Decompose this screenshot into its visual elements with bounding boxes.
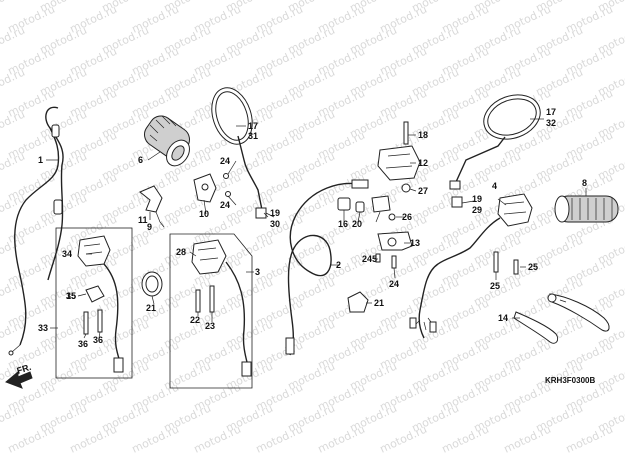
mirror-right [449, 94, 541, 208]
callout-8: 8 [582, 178, 587, 188]
callout-2: 2 [336, 260, 341, 270]
callout-19-right: 19 [472, 194, 482, 204]
watermark-text: motod.ru [0, 402, 27, 435]
callout-11: 11 [138, 215, 148, 225]
watermark-text: motod.ru [68, 423, 119, 456]
callout-12: 12 [418, 158, 428, 168]
watermark-text: motod.ru [6, 423, 57, 456]
watermark-text: motod.ru [378, 423, 429, 456]
small-switch-parts [139, 173, 231, 223]
callout-34: 34 [62, 249, 72, 259]
callout-36-b: 36 [93, 335, 103, 345]
watermark-text: motod.ru [316, 423, 367, 456]
callout-23: 23 [205, 321, 215, 331]
watermark-text: motod.ru [0, 66, 27, 99]
callout-24-d: 24 [389, 279, 399, 289]
callout-4: 4 [492, 181, 497, 191]
watermark-text: motod.ru [0, 0, 27, 15]
clutch-bracket [377, 121, 421, 193]
callout-35: 35 [66, 291, 76, 301]
callout-9: 9 [147, 222, 152, 232]
callout-labels: 1 2 3 4 5 6 8 9 10 11 12 13 14 15 16 17 … [38, 107, 587, 349]
callout-21-center: 21 [374, 298, 384, 308]
callout-16: 16 [338, 219, 348, 229]
callout-19-left: 19 [270, 208, 280, 218]
watermark-text: motod.ru [0, 234, 27, 267]
callout-33: 33 [38, 323, 48, 333]
callout-22: 22 [190, 315, 200, 325]
levers [513, 293, 610, 344]
hand-grip [554, 195, 619, 223]
callout-10: 10 [199, 209, 209, 219]
watermark-text: motod.ru [564, 423, 615, 456]
throttle-grip [144, 115, 190, 167]
mirror-left [211, 87, 267, 219]
clutch-cable [285, 179, 369, 356]
callout-13: 13 [410, 238, 420, 248]
callout-36-a: 36 [78, 339, 88, 349]
callout-24-a: 24 [220, 156, 230, 166]
callout-17-left: 17 [248, 121, 258, 131]
callout-29: 29 [472, 205, 482, 215]
callout-27: 27 [418, 186, 428, 196]
watermark-text: motod.ru [440, 423, 491, 456]
switch-box-3 [169, 233, 253, 389]
callout-15: 15 [66, 291, 76, 301]
callout-24-c: 24 [362, 254, 372, 264]
watermark-text: motod.ru [192, 423, 243, 456]
callout-5: 5 [372, 254, 377, 264]
diagram-code: KRH3F0300B [545, 376, 595, 385]
watermark-text: motod.ru [130, 423, 181, 456]
callout-18: 18 [418, 130, 428, 140]
watermark-text: motod.ru [0, 150, 27, 183]
lever-holder-parts [337, 195, 413, 269]
throttle-cable [8, 106, 64, 356]
watermark-text: motod.ru [254, 423, 305, 456]
direction-label: FR. [16, 362, 33, 376]
callout-25-b: 25 [490, 281, 500, 291]
callout-21-left: 21 [146, 303, 156, 313]
callout-3: 3 [255, 267, 260, 277]
callout-1: 1 [38, 155, 43, 165]
callout-6: 6 [138, 155, 143, 165]
leader-lines [46, 118, 587, 339]
watermark-text: motod.ru [0, 24, 27, 57]
watermark-text: motod.ru [0, 192, 27, 225]
callout-31: 31 [248, 131, 258, 141]
callout-24-b: 24 [220, 200, 230, 210]
front-direction-arrow [5, 370, 33, 389]
right-switch [409, 193, 533, 339]
watermark-text: motod.ru [502, 423, 553, 456]
callout-26: 26 [402, 212, 412, 222]
callout-14: 14 [498, 313, 508, 323]
callout-20: 20 [352, 219, 362, 229]
watermark-text: motod.ru [0, 108, 27, 141]
callout-28: 28 [176, 247, 186, 257]
callout-32: 32 [546, 118, 556, 128]
callout-30: 30 [270, 219, 280, 229]
callout-25-a: 25 [528, 262, 538, 272]
clamp-left [141, 271, 163, 297]
clamp-center [347, 291, 369, 313]
callout-17-right: 17 [546, 107, 556, 117]
